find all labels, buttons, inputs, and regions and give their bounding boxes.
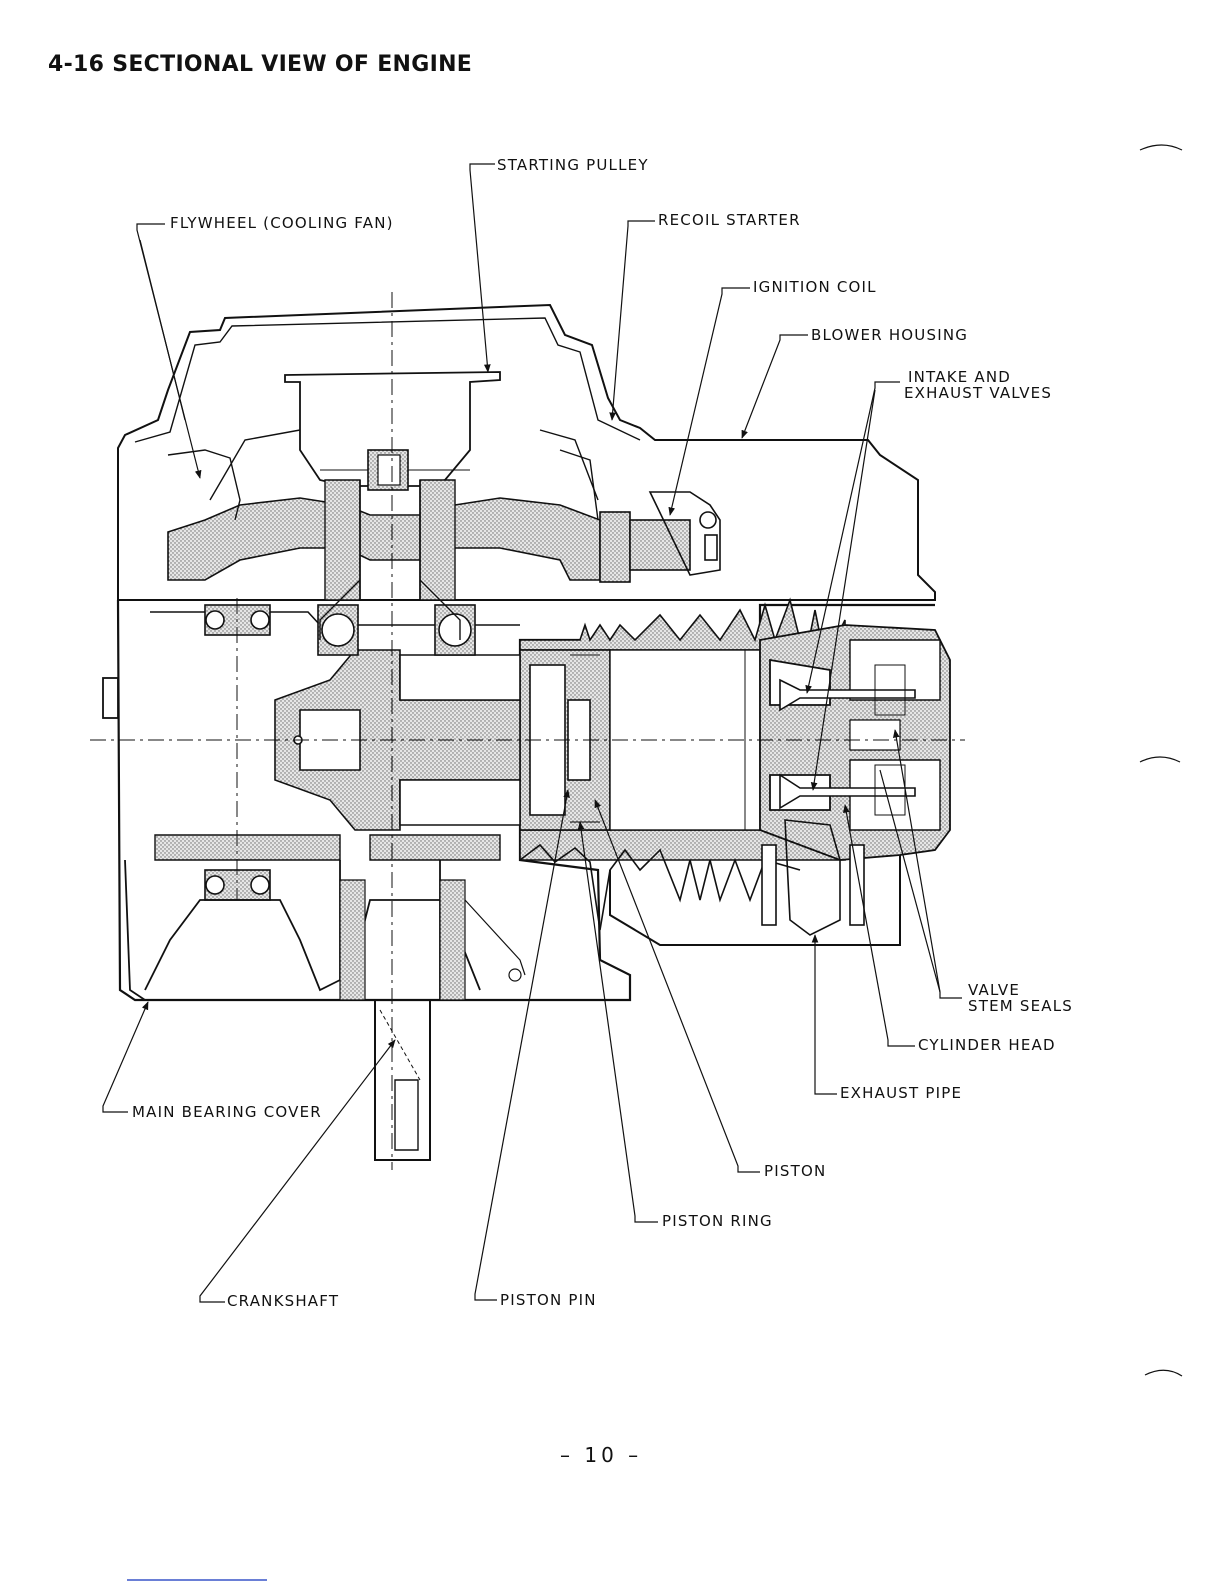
footer-rule bbox=[127, 1579, 267, 1581]
label-cylinder-head: CYLINDER HEAD bbox=[918, 1037, 1056, 1054]
ignition-coil bbox=[600, 492, 720, 582]
label-exhaust-pipe: EXHAUST PIPE bbox=[840, 1085, 962, 1102]
label-starting-pulley: STARTING PULLEY bbox=[497, 157, 649, 174]
label-intake-exhaust-valves-2: EXHAUST VALVES bbox=[904, 385, 1052, 402]
label-piston: PISTON bbox=[764, 1163, 826, 1180]
label-main-bearing-cover: MAIN BEARING COVER bbox=[132, 1104, 322, 1121]
label-recoil-starter: RECOIL STARTER bbox=[658, 212, 801, 229]
label-ignition-coil: IGNITION COIL bbox=[753, 279, 877, 296]
label-flywheel: FLYWHEEL (COOLING FAN) bbox=[170, 215, 394, 232]
label-piston-pin: PISTON PIN bbox=[500, 1292, 597, 1309]
cylinder-head bbox=[760, 625, 950, 860]
connecting-rod bbox=[275, 650, 520, 830]
output-shaft bbox=[375, 1000, 430, 1160]
main-bearing-cover bbox=[125, 860, 630, 1000]
label-crankshaft: CRANKSHAFT bbox=[227, 1293, 339, 1310]
label-valve-stem-seals-2: STEM SEALS bbox=[968, 998, 1073, 1015]
flywheel-body bbox=[168, 498, 600, 580]
page-number: – 10 – bbox=[560, 1443, 642, 1467]
label-piston-ring: PISTON RING bbox=[662, 1213, 773, 1230]
label-blower-housing: BLOWER HOUSING bbox=[811, 327, 968, 344]
